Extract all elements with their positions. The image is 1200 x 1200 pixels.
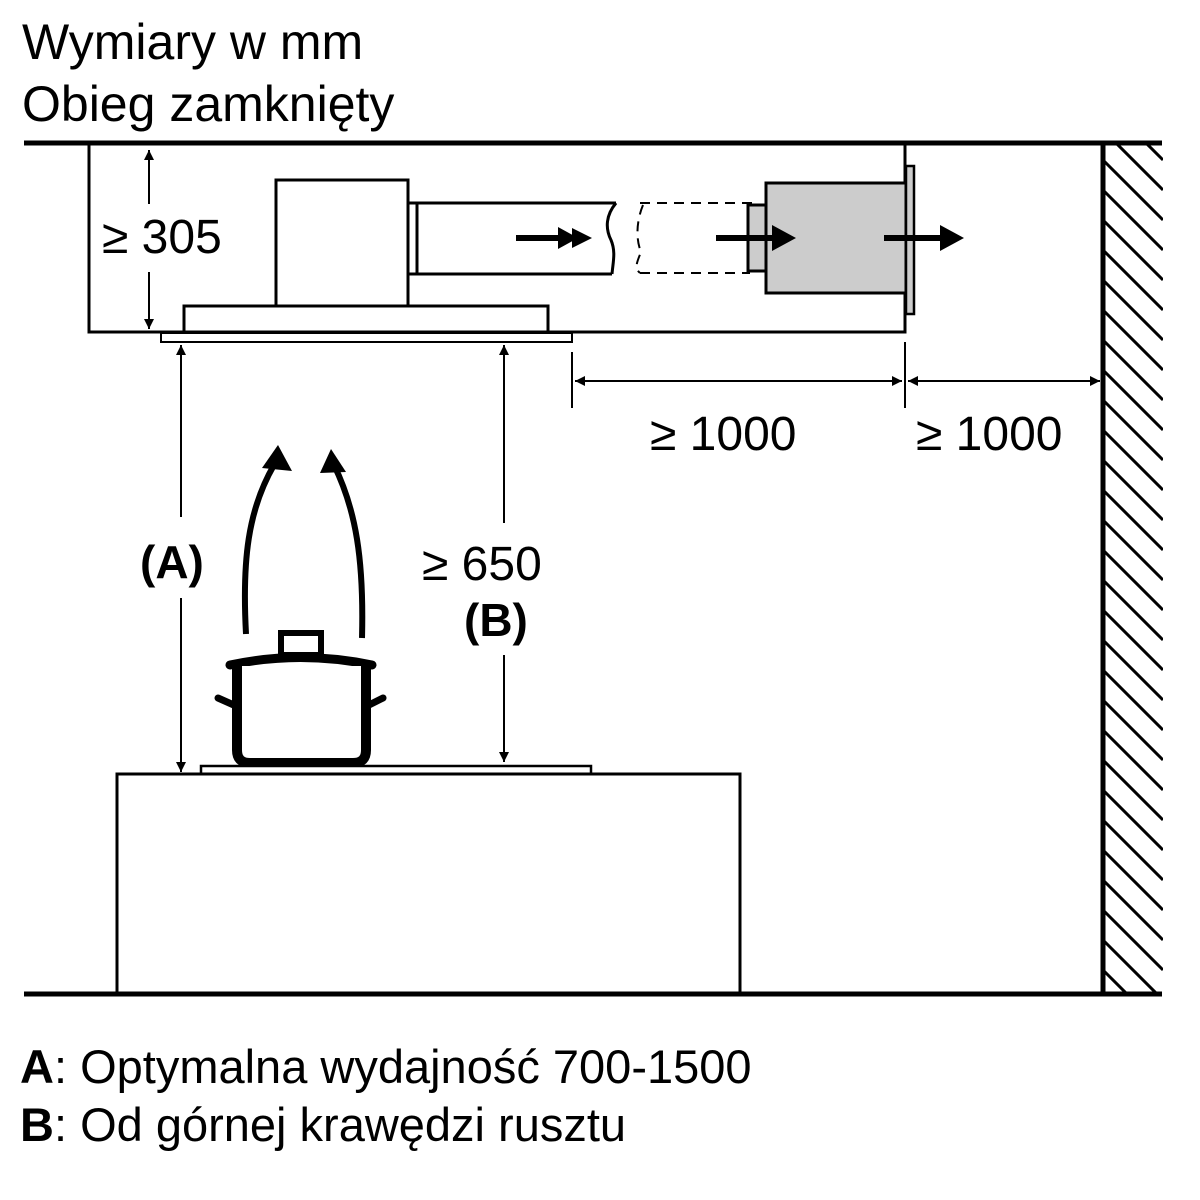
- steam-arrow-icon: [241, 463, 366, 639]
- legend-item-b: B: Od górnej krawędzi rusztu: [20, 1098, 626, 1152]
- wall-hatch-icon: [1100, 143, 1163, 995]
- air-duct: [408, 201, 618, 276]
- legend-sep-a: :: [53, 1040, 68, 1093]
- hatch-line: [1103, 218, 1163, 282]
- hatch-line: [1103, 638, 1163, 702]
- duct-break-dashed: [635, 202, 752, 274]
- hatch-line: [1103, 848, 1163, 912]
- hatch-line: [1103, 248, 1163, 312]
- height-b-label: ≥ 650: [422, 538, 542, 591]
- hatch-line: [1103, 578, 1163, 642]
- hatch-line: [1103, 728, 1163, 792]
- label-a: (A): [140, 536, 204, 588]
- hatch-line: [1103, 938, 1161, 995]
- hatch-line: [1113, 143, 1163, 192]
- dimension-horizontal: [571, 342, 1100, 408]
- hatch-line: [1143, 143, 1163, 162]
- hatch-line: [1103, 398, 1163, 462]
- label-b: (B): [464, 594, 528, 646]
- mode-title: Obieg zamknięty: [22, 76, 395, 132]
- legend-sep-b: :: [53, 1098, 68, 1151]
- hatch-line: [1103, 368, 1163, 432]
- hatch-line: [1103, 968, 1131, 995]
- hatch-line: [1103, 818, 1163, 882]
- cooking-pot-icon: [214, 630, 387, 768]
- hood-unit: [160, 178, 573, 343]
- legend-text-b: Od górnej krawędzi rusztu: [67, 1098, 627, 1151]
- hatch-line: [1103, 668, 1163, 732]
- airflow-arrow-icon: [516, 225, 964, 251]
- hatch-line: [1103, 788, 1163, 852]
- dimension-hood-height: ≥ 305: [102, 150, 222, 329]
- hatch-line: [1103, 458, 1163, 522]
- legend-text-a: Optymalna wydajność 700-1500: [67, 1040, 752, 1093]
- hatch-line: [1103, 428, 1163, 492]
- hood-height-label: ≥ 305: [102, 211, 222, 264]
- distance-1-label: ≥ 1000: [650, 408, 796, 461]
- hatch-line: [1103, 188, 1163, 252]
- hatch-line: [1103, 488, 1163, 552]
- distance-2-label: ≥ 1000: [916, 408, 1062, 461]
- hatch-line: [1103, 608, 1163, 672]
- hatch-line: [1103, 338, 1163, 402]
- kitchen-counter: [115, 772, 742, 994]
- steam-arrow-heads: [262, 445, 346, 473]
- legend-item-a: A: Optymalna wydajność 700-1500: [20, 1040, 752, 1094]
- legend-key-b: B: [20, 1098, 54, 1151]
- hatch-line: [1103, 308, 1163, 372]
- hatch-line: [1103, 698, 1163, 762]
- legend-key-a: A: [20, 1040, 54, 1093]
- hatch-line: [1103, 758, 1163, 822]
- hatch-line: [1103, 518, 1163, 582]
- hatch-line: [1103, 278, 1163, 342]
- hatch-line: [1103, 908, 1163, 972]
- hatch-line: [1103, 158, 1163, 222]
- hatch-line: [1103, 878, 1163, 942]
- units-title: Wymiary w mm: [22, 14, 364, 70]
- hatch-line: [1103, 548, 1163, 612]
